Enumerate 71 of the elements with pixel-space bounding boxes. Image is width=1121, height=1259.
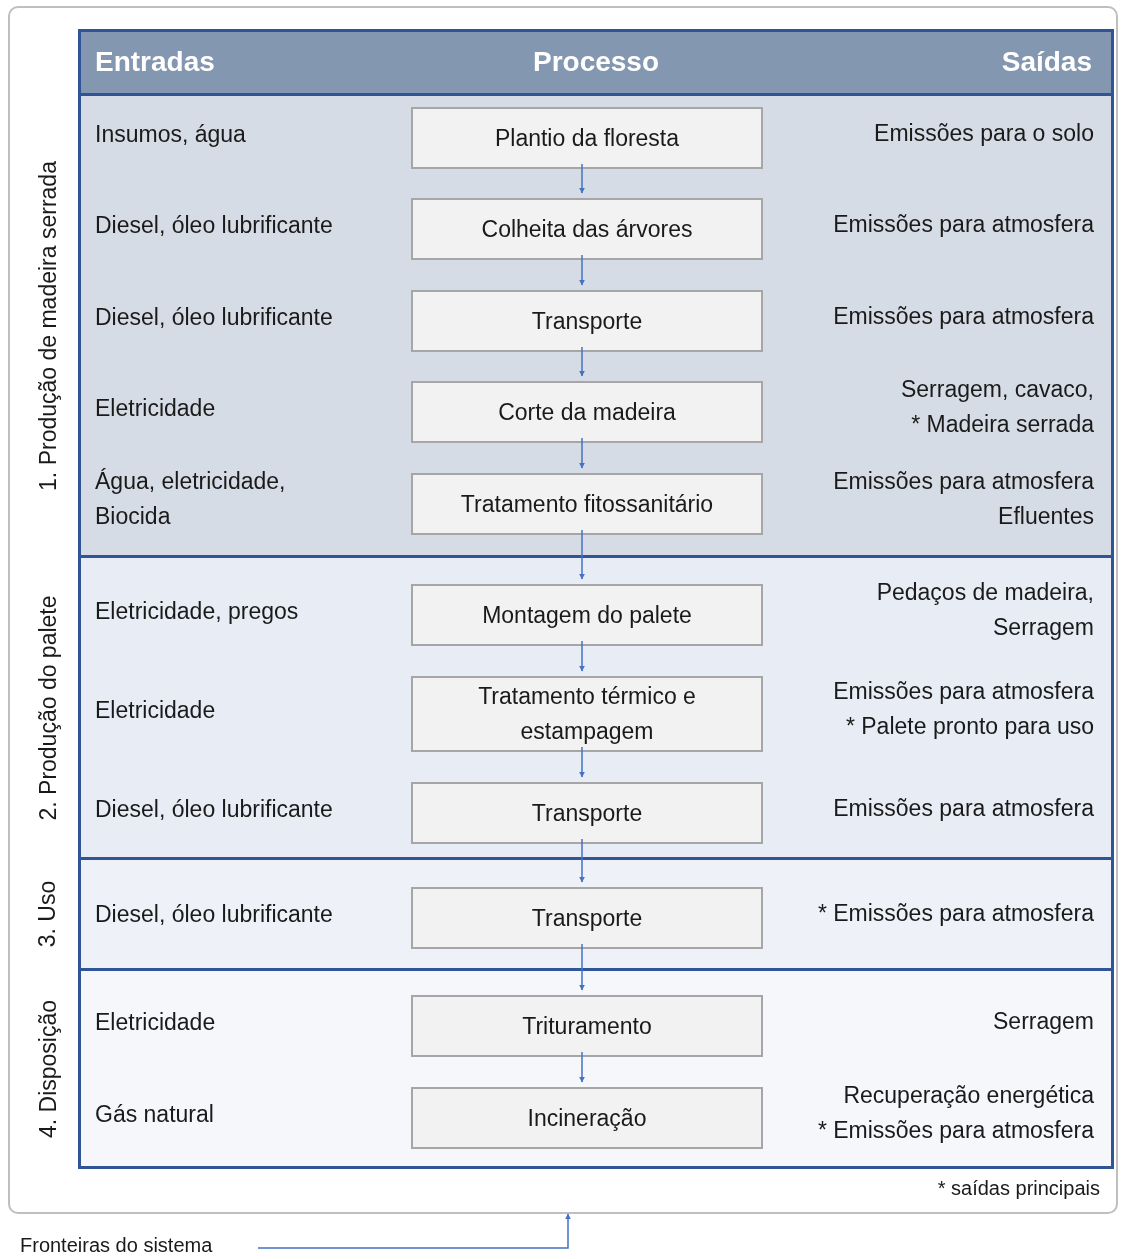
column-heading: Entradas — [95, 48, 215, 76]
input-text: Eletricidade — [95, 696, 216, 724]
input-text: Eletricidade — [95, 394, 216, 422]
process-text: Transporte — [531, 306, 643, 336]
arrow — [579, 163, 585, 194]
stage-label: 2. Produção do palete — [33, 593, 61, 823]
column-heading: Saídas — [1001, 48, 1092, 76]
process-box — [411, 381, 763, 443]
process-box — [411, 887, 763, 949]
output-text: Emissões para atmosfera — [833, 793, 1094, 822]
stage-label: 4. Disposição — [33, 998, 61, 1140]
input-text: Eletricidade, pregos — [95, 597, 299, 625]
arrow — [579, 746, 585, 778]
process-box — [411, 1087, 763, 1149]
column-heading: Processo — [532, 48, 660, 76]
input-text: Eletricidade — [95, 1008, 216, 1036]
output-text: Emissões para o solo — [874, 118, 1094, 147]
process-box — [411, 782, 763, 844]
process-text: Montagem do palete — [482, 600, 692, 630]
input-text: Gás natural — [95, 1100, 214, 1128]
process-text: Transporte — [531, 798, 643, 828]
arrow — [579, 1051, 585, 1083]
stage-label: 3. Uso — [33, 879, 61, 950]
footnote: * saídas principais — [937, 1176, 1100, 1201]
process-box — [411, 995, 763, 1057]
process-box — [411, 107, 763, 169]
output-text: Efluentes — [998, 502, 1094, 530]
process-text: Trituramento — [522, 1011, 652, 1041]
stage-label: 1. Produção de madeira serrada — [33, 159, 61, 493]
output-text: Serragem — [993, 613, 1094, 641]
process-text: Colheita das árvores — [481, 214, 693, 244]
process-text: Tratamento térmico e estampagem — [477, 682, 697, 746]
output-text: * Emissões para atmosfera — [817, 898, 1094, 927]
output-text: Serragem, cavaco, — [900, 375, 1094, 403]
input-text: Diesel, óleo lubrificante — [95, 303, 333, 331]
output-text: Emissões para atmosfera — [833, 209, 1094, 238]
output-text: Pedaços de madeira, — [876, 578, 1094, 606]
process-text: Corte da madeira — [498, 397, 676, 427]
output-text: Emissões para atmosfera — [833, 467, 1094, 495]
header-band — [78, 29, 1114, 96]
process-box — [411, 584, 763, 646]
output-text: Serragem — [993, 1006, 1094, 1035]
arrow — [579, 640, 585, 672]
arrow — [579, 838, 585, 883]
output-text: * Palete pronto para uso — [845, 712, 1094, 740]
process-text: Plantio da floresta — [494, 123, 680, 153]
process-text: Tratamento fitossanitário — [460, 489, 714, 519]
arrow — [579, 254, 585, 286]
leader-line — [257, 1213, 571, 1249]
arrow — [579, 943, 585, 991]
arrow — [579, 437, 585, 469]
output-text: Emissões para atmosfera — [833, 677, 1094, 705]
process-box — [411, 290, 763, 352]
system-boundary — [8, 6, 1118, 1214]
input-text: Diesel, óleo lubrificante — [95, 900, 333, 928]
process-box — [411, 198, 763, 260]
output-text: * Emissões para atmosfera — [817, 1116, 1094, 1144]
arrow — [579, 529, 585, 580]
input-text: Insumos, água — [95, 120, 246, 148]
input-text: Água, eletricidade, Biocida — [95, 467, 287, 531]
output-text: * Madeira serrada — [911, 410, 1094, 438]
input-text: Diesel, óleo lubrificante — [95, 211, 333, 239]
process-text: Transporte — [531, 903, 643, 933]
process-text: Incineração — [527, 1103, 647, 1133]
input-text: Diesel, óleo lubrificante — [95, 795, 333, 823]
leader-text: Fronteiras do sistema — [20, 1234, 213, 1256]
process-box — [411, 473, 763, 535]
output-text: Recuperação energética — [843, 1081, 1094, 1109]
arrow — [579, 346, 585, 377]
process-box — [411, 676, 763, 752]
output-text: Emissões para atmosfera — [833, 301, 1094, 330]
